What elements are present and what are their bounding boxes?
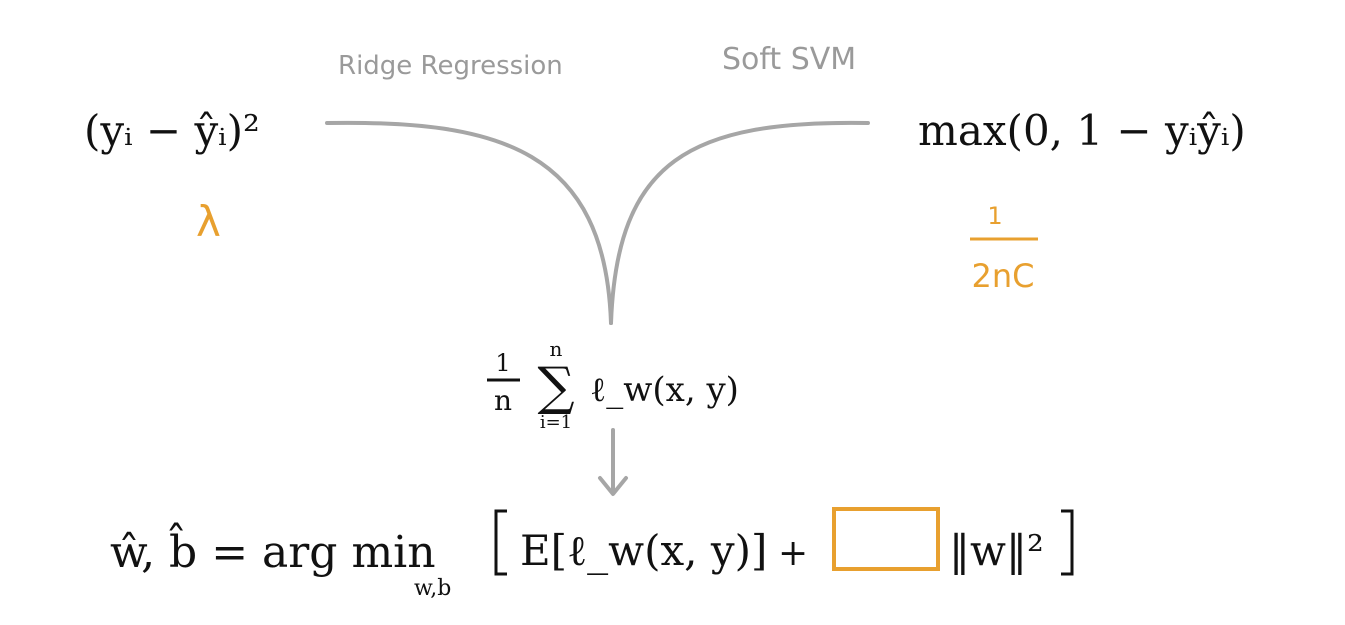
empirical-risk-term: ℓ_w(x, y) [590,370,739,410]
objective-left-bracket [494,509,507,576]
down-arrow-head [598,476,628,496]
svm-connector-curve [609,120,870,325]
empirical-risk-denominator: n [494,384,512,417]
hinge-loss-formula: max(0, 1 − yᵢŷᵢ) [918,106,1246,155]
objective-argmin-subscript: w,b [414,576,451,601]
svm-coefficient-numerator: 1 [987,202,1002,230]
summation-lower-bound: i=1 [540,412,572,433]
squared-loss-formula: (yᵢ − ŷᵢ)² [84,106,260,155]
summation-symbol: ∑ [537,357,574,417]
ridge-coefficient: λ [196,197,221,246]
objective-expectation-term: E[ℓ_w(x, y)] [520,526,767,575]
objective-right-bracket [1061,509,1074,576]
svm-coefficient-denominator: 2nC [972,257,1035,295]
objective-left-hand-side: ŵ, b̂ = arg min [110,520,436,578]
ridge-regression-label: Ridge Regression [338,51,563,81]
objective-plus-sign: + [778,533,808,574]
soft-svm-label: Soft SVM [722,42,856,77]
summation-upper-bound: n [550,337,563,361]
regularization-coefficient-box [832,507,940,571]
ridge-connector-curve [325,120,613,325]
empirical-risk-numerator: 1 [495,349,510,377]
objective-norm-term: ‖w‖² [949,526,1044,575]
